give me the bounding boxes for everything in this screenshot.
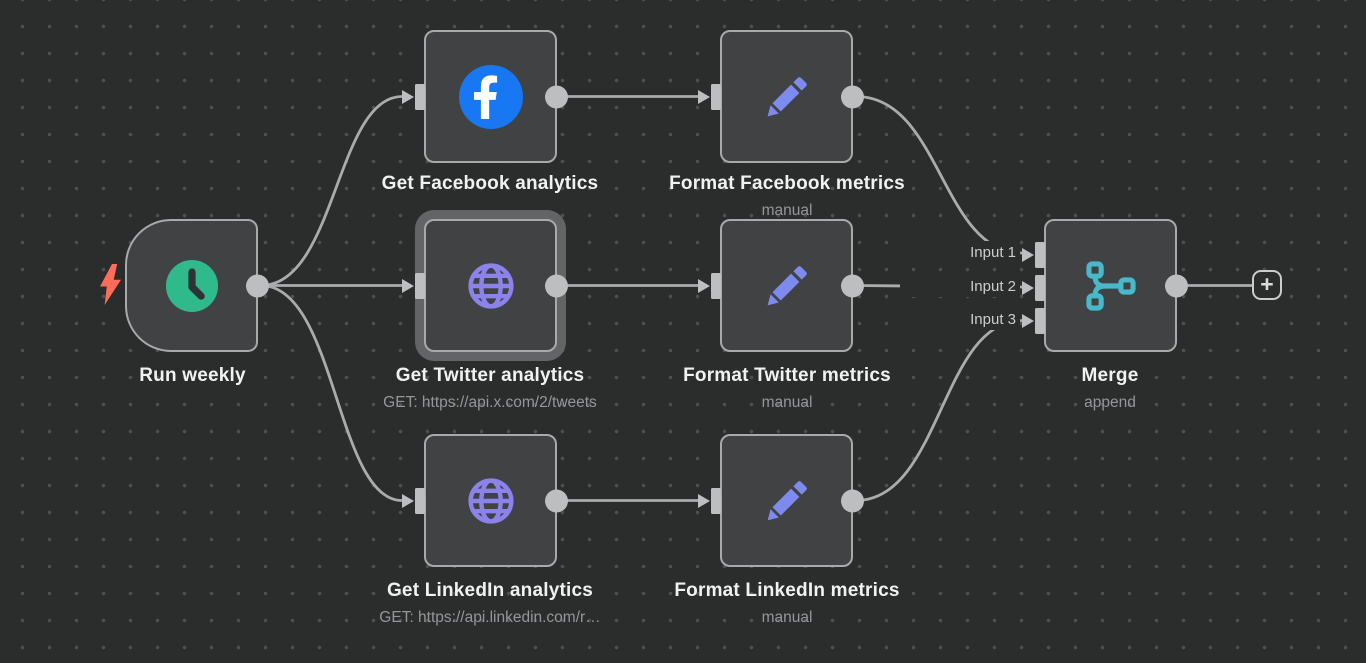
output-connector[interactable]: [1165, 274, 1188, 297]
merge-input-label-3: Input 3: [900, 308, 1020, 330]
node-get-twitter-analytics[interactable]: [402, 219, 568, 352]
facebook-icon: [458, 64, 523, 129]
node-label-get-linkedin: Get LinkedIn analytics GET: https://api.…: [360, 577, 620, 631]
node-title: Merge: [1081, 365, 1139, 386]
input-connector-2[interactable]: [1022, 275, 1046, 301]
lightning-trigger-icon: [100, 264, 121, 305]
node-format-facebook-metrics[interactable]: [698, 30, 864, 163]
clock-icon: [165, 259, 219, 313]
pencil-icon: [756, 66, 818, 128]
node-subtitle: manual: [761, 609, 813, 626]
node-get-linkedin-analytics[interactable]: [402, 434, 568, 567]
output-connector[interactable]: [246, 274, 269, 297]
node-get-facebook-analytics[interactable]: [402, 30, 568, 163]
input-connector[interactable]: [402, 83, 426, 110]
node-subtitle: GET: https://api.x.com/2/tweets: [383, 394, 597, 411]
output-connector[interactable]: [841, 85, 864, 108]
node-title: Format Facebook metrics: [669, 173, 905, 194]
globe-icon: [460, 470, 522, 532]
input-connector[interactable]: [698, 272, 722, 299]
node-label-run-weekly: Run weekly: [105, 362, 280, 389]
node-title: Run weekly: [139, 365, 246, 386]
node-label-get-twitter: Get Twitter analytics GET: https://api.x…: [360, 362, 620, 416]
merge-icon: [1081, 256, 1141, 316]
node-title: Format Twitter metrics: [683, 365, 891, 386]
node-label-get-facebook: Get Facebook analytics: [360, 170, 620, 197]
node-run-weekly[interactable]: [125, 219, 269, 352]
node-subtitle: GET: https://api.linkedin.com/r…: [379, 609, 601, 626]
input-connector[interactable]: [698, 83, 722, 110]
node-title: Get Twitter analytics: [395, 365, 585, 386]
output-connector[interactable]: [841, 274, 864, 297]
output-connector[interactable]: [841, 489, 864, 512]
edge-trigger-to-linkedin[interactable]: [259, 284, 404, 502]
node-merge[interactable]: [1022, 219, 1188, 352]
node-label-format-twitter: Format Twitter metrics manual: [657, 362, 917, 416]
globe-icon: [460, 255, 522, 317]
output-connector[interactable]: [545, 274, 568, 297]
node-subtitle: manual: [761, 202, 813, 219]
node-subtitle: append: [1084, 394, 1136, 411]
node-title: Get LinkedIn analytics: [386, 580, 594, 601]
node-title: Get Facebook analytics: [381, 173, 599, 194]
plus-icon: +: [1260, 270, 1274, 297]
node-format-linkedin-metrics[interactable]: [698, 434, 864, 567]
input-connector-3[interactable]: [1022, 308, 1046, 334]
input-connector[interactable]: [698, 487, 722, 514]
input-connector[interactable]: [402, 272, 426, 299]
edge-trigger-to-facebook[interactable]: [259, 95, 404, 287]
pencil-icon: [756, 470, 818, 532]
merge-input-label-1: Input 1: [900, 241, 1020, 263]
node-subtitle: manual: [761, 394, 813, 411]
node-label-format-linkedin: Format LinkedIn metrics manual: [657, 577, 917, 631]
node-label-format-facebook: Format Facebook metrics manual: [657, 170, 917, 224]
input-connector[interactable]: [402, 487, 426, 514]
node-label-merge: Merge append: [980, 362, 1240, 416]
output-connector[interactable]: [545, 85, 568, 108]
node-format-twitter-metrics[interactable]: [698, 219, 864, 352]
node-title: Format LinkedIn metrics: [674, 580, 900, 601]
add-node-button[interactable]: +: [1252, 270, 1282, 300]
merge-input-label-2: Input 2: [900, 275, 1020, 297]
pencil-icon: [756, 255, 818, 317]
input-connector-1[interactable]: [1022, 242, 1046, 268]
output-connector[interactable]: [545, 489, 568, 512]
